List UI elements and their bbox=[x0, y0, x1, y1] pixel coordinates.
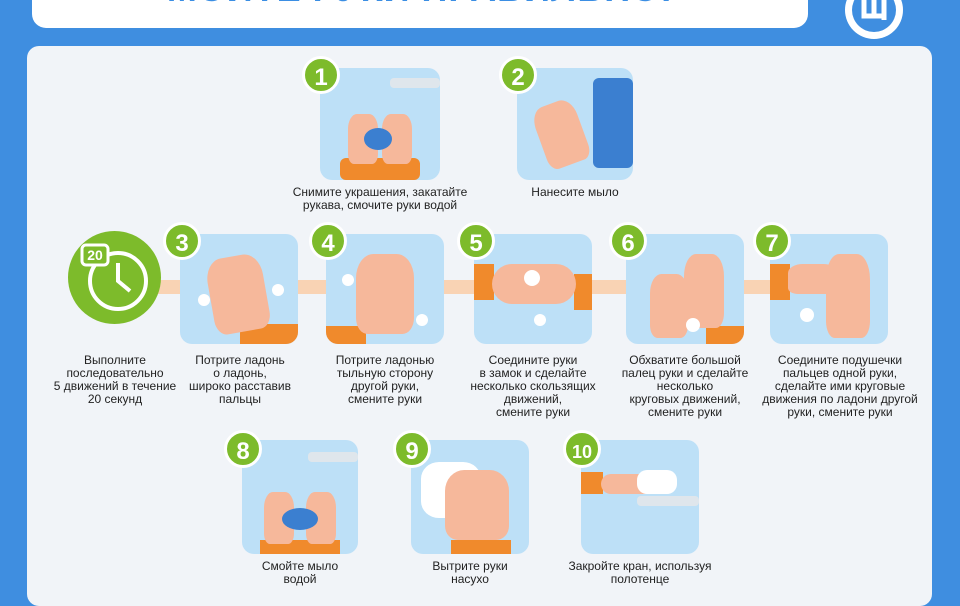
step-10-card bbox=[581, 440, 699, 554]
step-1-badge: 1 bbox=[302, 56, 340, 94]
step-3-badge: 3 bbox=[163, 222, 201, 260]
step-10-caption: Закройте кран, используя полотенце bbox=[568, 559, 712, 586]
step-5-card bbox=[474, 234, 592, 344]
step-7-card bbox=[770, 234, 888, 344]
title-banner: МОЙТЕ РУКИ ПРАВИЛЬНО! bbox=[32, 0, 808, 28]
step-8-badge: 8 bbox=[224, 430, 262, 468]
soap-bubble bbox=[534, 314, 546, 326]
sleeve-graphic bbox=[326, 326, 366, 344]
step-7-caption: Соедините подушечки пальцев одной руки, … bbox=[762, 353, 918, 419]
hand-graphic bbox=[826, 254, 870, 338]
speech-bubble-logo-icon bbox=[845, 0, 903, 39]
soap-bubble bbox=[342, 274, 354, 286]
timer-number: 20 bbox=[87, 247, 103, 263]
towel-icon bbox=[637, 470, 677, 494]
water-splash-icon bbox=[364, 128, 392, 150]
faucet-icon bbox=[308, 452, 358, 462]
step-8-card bbox=[242, 440, 358, 554]
step-6-card bbox=[626, 234, 744, 344]
step-6-caption: Обхватите большой палец руки и сделайте … bbox=[621, 353, 749, 419]
soap-dispenser-icon bbox=[593, 78, 633, 168]
step-9-badge: 9 bbox=[393, 430, 431, 468]
sleeve-graphic bbox=[474, 264, 494, 300]
soap-bubble bbox=[686, 318, 700, 332]
step-3-caption: Потрите ладонь о ладонь, широко расстави… bbox=[189, 353, 291, 406]
sleeve-graphic bbox=[574, 274, 592, 310]
stopwatch-icon: 20 bbox=[80, 243, 148, 311]
water-splash-icon bbox=[282, 508, 318, 530]
step-6-badge: 6 bbox=[609, 222, 647, 260]
timer-circle: 20 bbox=[68, 231, 161, 324]
step-2-caption: Нанесите мыло bbox=[531, 185, 619, 199]
step-2-badge: 2 bbox=[499, 56, 537, 94]
soap-bubble bbox=[272, 284, 284, 296]
sleeve-graphic bbox=[770, 264, 790, 300]
step-5-badge: 5 bbox=[457, 222, 495, 260]
step-1-caption: Снимите украшения, закатайте рукава, смо… bbox=[292, 185, 468, 212]
sleeve-graphic bbox=[706, 326, 744, 344]
step-4-badge: 4 bbox=[309, 222, 347, 260]
faucet-icon bbox=[390, 78, 440, 88]
step-9-card bbox=[411, 440, 529, 554]
soap-bubble bbox=[416, 314, 428, 326]
sleeve-graphic bbox=[451, 540, 511, 554]
hand-graphic bbox=[356, 254, 414, 334]
step-9-caption: Вытрите руки насухо bbox=[432, 559, 508, 586]
hand-graphic bbox=[445, 470, 509, 540]
page-title: МОЙТЕ РУКИ ПРАВИЛЬНО! bbox=[32, 0, 808, 10]
hand-graphic bbox=[684, 254, 724, 328]
step-4-card bbox=[326, 234, 444, 344]
step-4-caption: Потрите ладонью тыльную сторону другой р… bbox=[335, 353, 435, 406]
step-7-badge: 7 bbox=[753, 222, 791, 260]
step-10-badge: 10 bbox=[563, 430, 601, 468]
hand-graphic bbox=[529, 96, 593, 172]
hand-graphic bbox=[650, 274, 688, 338]
step-5-caption: Соедините руки в замок и сделайте нескол… bbox=[470, 353, 596, 419]
step-1-card bbox=[320, 68, 440, 180]
hand-graphic bbox=[203, 251, 273, 337]
step-8-caption: Смойте мыло водой bbox=[261, 559, 339, 586]
soap-bubble bbox=[524, 270, 540, 286]
step-2-card bbox=[517, 68, 633, 180]
sleeve-graphic bbox=[581, 472, 603, 494]
step-3-card bbox=[180, 234, 298, 344]
soap-bubble bbox=[800, 308, 814, 322]
timer-caption: Выполните последовательно 5 движений в т… bbox=[53, 353, 177, 406]
faucet-icon bbox=[637, 496, 699, 506]
soap-bubble bbox=[198, 294, 210, 306]
